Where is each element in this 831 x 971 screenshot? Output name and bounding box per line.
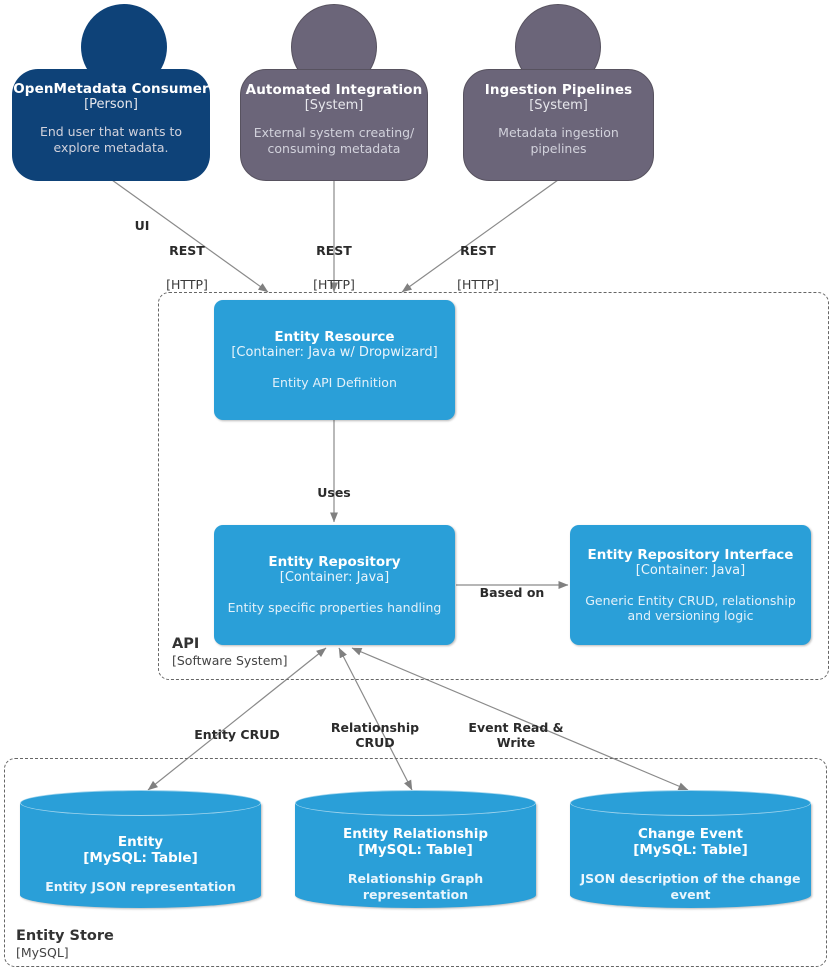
cylinder-top-icon — [295, 790, 536, 816]
boundary-api-type: [Software System] — [172, 653, 288, 668]
database-name: Entity — [117, 833, 164, 850]
actor-type: [System] — [529, 98, 588, 113]
container-type: [Container: Java] — [279, 570, 390, 586]
container-description: Generic Entity CRUD, relationship and ve… — [585, 592, 796, 624]
edge-label-text: REST — [460, 243, 496, 258]
database-name: Change Event — [637, 826, 743, 842]
actor-name: Ingestion Pipelines — [484, 82, 633, 98]
edge-label-entity-crud: Entity CRUD — [180, 708, 294, 761]
cylinder-body — [20, 803, 261, 908]
database-name: Entity Relationship — [342, 826, 489, 842]
database-description: Relationship Graph representation — [347, 871, 484, 902]
cylinder-body — [570, 803, 811, 908]
container-name: Entity Resource — [274, 329, 395, 346]
container-entity-repository-interface[interactable]: Entity Repository Interface [Container: … — [570, 525, 811, 645]
actor-type: [System] — [304, 98, 364, 113]
edge-label-text: Event Read & Write — [468, 720, 564, 750]
database-text: Change Event [MySQL: Table] JSON descrip… — [570, 820, 811, 908]
edge-label-text: UI — [134, 218, 150, 233]
database-type: [MySQL: Table] — [633, 842, 748, 858]
actor-name: Automated Integration — [245, 82, 423, 98]
database-change-event[interactable]: Change Event [MySQL: Table] JSON descrip… — [570, 790, 811, 908]
database-description: Entity JSON representation — [45, 878, 236, 894]
actor-body: OpenMetadata Consumer [Person] End user … — [12, 69, 210, 181]
edge-label-text: Based on — [479, 585, 545, 600]
edge-label-text: REST — [316, 243, 352, 258]
boundary-entity-store-type: [MySQL] — [16, 945, 69, 960]
edge-label-text: Relationship CRUD — [330, 720, 420, 750]
boundary-entity-store-label: Entity Store [MySQL] — [16, 928, 114, 960]
actor-body: Ingestion Pipelines [System] Metadata in… — [463, 69, 654, 181]
actor-name: OpenMetadata Consumer — [13, 81, 209, 97]
edge-label-rest-integration: REST [HTTP] — [295, 224, 373, 311]
container-type: [Container: Java w/ Dropwizard] — [231, 345, 438, 361]
container-description: Entity specific properties handling — [227, 600, 442, 616]
boundary-entity-store — [4, 758, 827, 967]
edge-label-event-read-write: Event Read & Write — [455, 701, 577, 769]
cylinder-top-icon — [20, 790, 261, 816]
cylinder-top-icon — [570, 790, 811, 816]
actor-description: Metadata ingestion pipelines — [498, 125, 619, 156]
container-entity-repository[interactable]: Entity Repository [Container: Java] Enti… — [214, 525, 455, 645]
actor-body: Automated Integration [System] External … — [240, 69, 428, 181]
database-entity[interactable]: Entity [MySQL: Table] Entity JSON repres… — [20, 790, 261, 908]
actor-description: End user that wants to explore metadata. — [39, 124, 183, 155]
actor-type: [Person] — [84, 97, 138, 112]
edge-label-technology: [HTTP] — [313, 277, 355, 292]
boundary-api-name: API — [172, 636, 200, 652]
boundary-entity-store-name: Entity Store — [16, 928, 114, 944]
edge-label-technology: [HTTP] — [166, 277, 208, 292]
database-text: Entity [MySQL: Table] Entity JSON repres… — [20, 820, 261, 908]
edge-label-uses: Uses — [300, 466, 368, 519]
boundary-api — [158, 292, 829, 680]
edge-label-ui: UI — [120, 199, 164, 252]
edge-label-text: REST — [169, 243, 205, 258]
boundary-api-label: API [Software System] — [172, 636, 287, 668]
edge-label-based-on: Based on — [477, 570, 547, 615]
edge-label-text: Uses — [317, 485, 351, 500]
container-entity-resource[interactable]: Entity Resource [Container: Java w/ Drop… — [214, 300, 455, 420]
container-description: Entity API Definition — [272, 375, 397, 391]
actor-description: External system creating/ consuming meta… — [253, 125, 415, 156]
container-type: [Container: Java] — [635, 562, 746, 578]
edge-label-text: Entity CRUD — [194, 727, 280, 742]
container-name: Entity Repository — [268, 554, 401, 571]
edge-label-relationship-crud: Relationship CRUD — [320, 701, 430, 769]
container-name: Entity Repository Interface — [587, 546, 794, 563]
database-description: JSON description of the change event — [580, 871, 801, 902]
database-type: [MySQL: Table] — [83, 849, 198, 866]
database-entity-relationship[interactable]: Entity Relationship [MySQL: Table] Relat… — [295, 790, 536, 908]
edge-label-technology: [HTTP] — [457, 277, 499, 292]
edge-label-rest-ingestion: REST [HTTP] — [439, 224, 517, 311]
edge-label-rest-consumer: REST [HTTP] — [148, 224, 226, 311]
cylinder-body — [295, 803, 536, 908]
database-text: Entity Relationship [MySQL: Table] Relat… — [295, 820, 536, 908]
database-type: [MySQL: Table] — [358, 842, 473, 858]
